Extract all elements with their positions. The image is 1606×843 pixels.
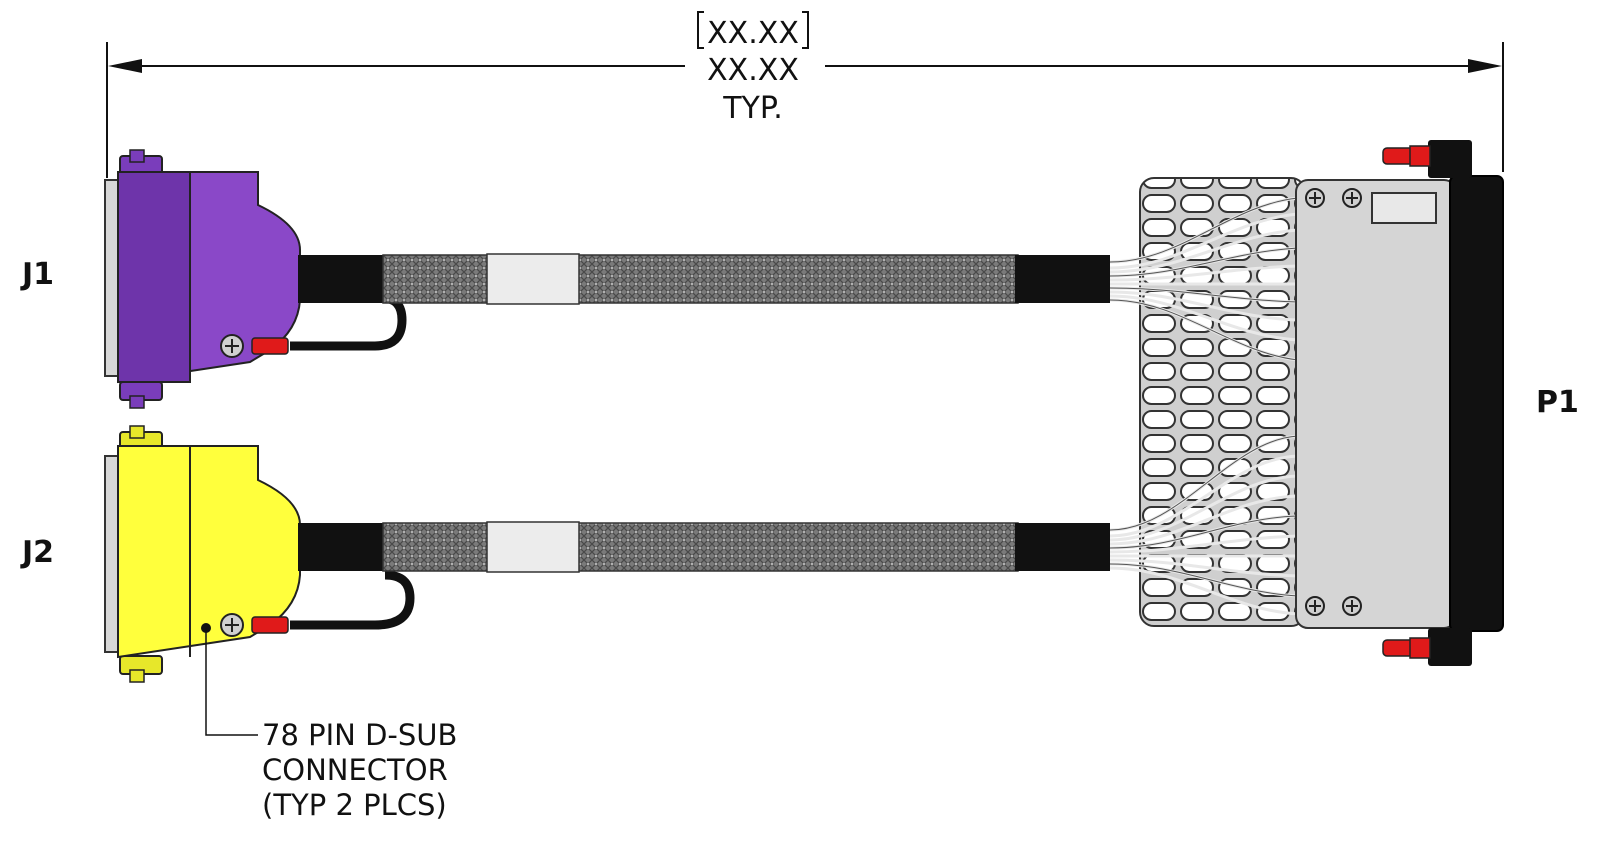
- dimension-bracket-value: XX.XX: [707, 16, 799, 51]
- label-j1: J1: [20, 257, 54, 292]
- dimension-qualifier: TYP.: [722, 91, 783, 126]
- j1-connector: [104, 149, 301, 409]
- label-p1: P1: [1536, 385, 1579, 420]
- connector-callout: 78 PIN D-SUB CONNECTOR (TYP 2 PLCS): [205, 628, 457, 822]
- j2-ground-wire: [251, 570, 415, 634]
- dimension-value: XX.XX: [707, 53, 799, 88]
- bracket-left: [697, 11, 704, 49]
- callout-line-1: 78 PIN D-SUB: [262, 718, 457, 752]
- callout-line-2: CONNECTOR: [262, 753, 448, 787]
- dimension-arrow-right: [1468, 59, 1502, 73]
- dimension-arrow-left: [108, 59, 142, 73]
- j1-cable: [298, 253, 1110, 305]
- bracket-right: [802, 11, 809, 49]
- j2-cable: [298, 521, 1110, 573]
- j2-connector: [104, 425, 301, 683]
- overall-length-dimension: XX.XX XX.XX TYP.: [106, 11, 1504, 178]
- label-j2: J2: [20, 535, 54, 570]
- callout-line-3: (TYP 2 PLCS): [262, 788, 447, 822]
- p1-connector: [1109, 140, 1504, 666]
